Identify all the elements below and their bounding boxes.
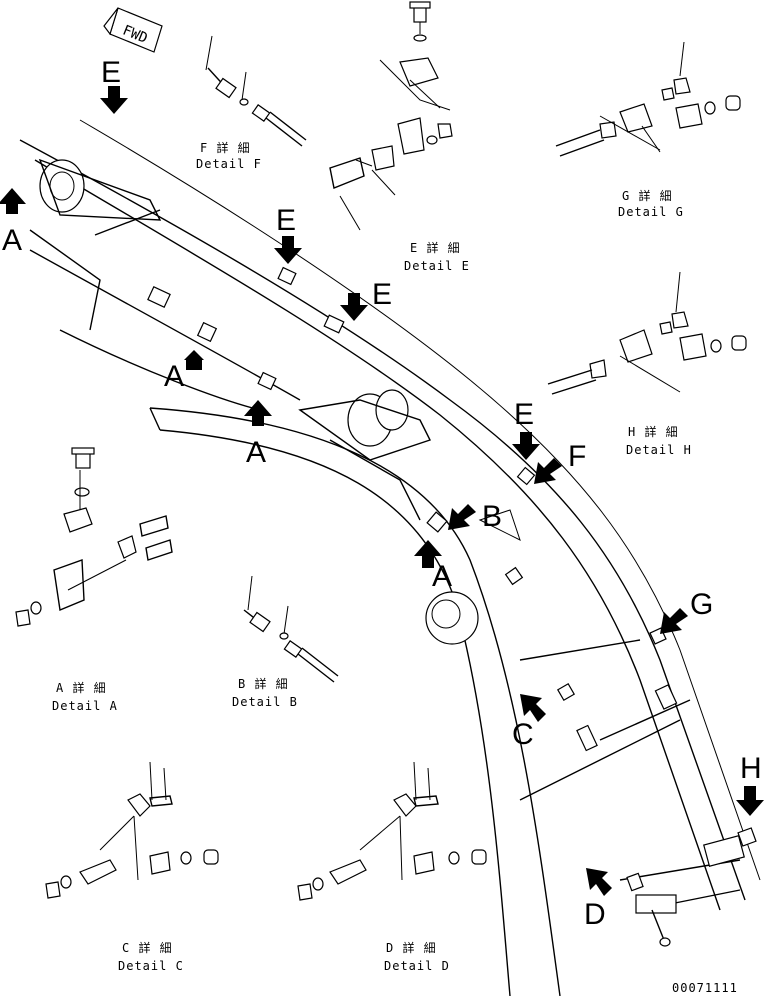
callout-c: C: [512, 718, 534, 751]
detail-g-caption-jp: G 詳 細: [622, 188, 673, 203]
detail-b-caption-en: Detail B: [232, 695, 298, 709]
detail-b-caption-jp: B 詳 細: [238, 676, 289, 691]
arrow-diag-f: [534, 458, 562, 484]
detail-h-caption-jp: H 詳 細: [628, 424, 679, 439]
detail-e-caption-en: Detail E: [404, 259, 470, 273]
detail-g-drawing: [555, 41, 741, 157]
detail-e-caption-jp: E 詳 細: [410, 240, 461, 255]
arrow-right-a-mid: [184, 350, 204, 370]
callout-arrows: E A E E A A E F B A G C H D: [0, 56, 764, 931]
detail-f-caption-jp: F 詳 細: [200, 140, 251, 155]
callout-e-2: E: [276, 204, 296, 237]
callout-b: B: [482, 500, 502, 533]
arrow-up-a-lower: [244, 400, 272, 426]
detail-c-caption-en: Detail C: [118, 959, 184, 973]
callout-d: D: [584, 898, 606, 931]
detail-f-caption-en: Detail F: [196, 157, 262, 171]
fwd-sign: FWD: [103, 7, 163, 53]
callout-h: H: [740, 752, 762, 785]
detail-a-drawing: [15, 447, 173, 627]
callout-f: F: [568, 440, 586, 473]
detail-c-drawing: [45, 761, 219, 899]
boom-structure: [19, 119, 761, 996]
arrow-down-h: [736, 786, 764, 816]
detail-d-caption-en: Detail D: [384, 959, 450, 973]
arrow-up-a-left: [0, 188, 26, 214]
detail-b-drawing: [243, 575, 339, 683]
drawing-number: 00071111: [672, 981, 738, 995]
arrow-up-a-center: [414, 540, 442, 568]
detail-c-caption-jp: C 詳 細: [122, 940, 173, 955]
arrow-down-e-top: [100, 86, 128, 114]
arrow-down-e-3: [340, 293, 368, 321]
arrow-diag-b: [448, 504, 476, 530]
detail-e-drawing: [329, 1, 453, 231]
detail-f-drawing: [205, 35, 307, 147]
arrow-down-e-4: [512, 432, 540, 460]
callout-g: G: [690, 588, 713, 621]
arrow-diag-g: [660, 608, 688, 634]
callout-e-top: E: [101, 56, 121, 89]
arrow-diag-c: [520, 694, 546, 722]
arrow-diag-d: [586, 868, 612, 896]
arrow-down-e-2: [274, 236, 302, 264]
detail-a-caption-en: Detail A: [52, 699, 118, 713]
detail-g-caption-en: Detail G: [618, 205, 684, 219]
detail-h-caption-en: Detail H: [626, 443, 692, 457]
callout-a-mid: A: [164, 360, 184, 393]
callout-e-4: E: [514, 398, 534, 431]
detail-d-drawing: [297, 761, 487, 901]
detail-d-caption-jp: D 詳 細: [386, 940, 437, 955]
detail-a-caption-jp: A 詳 細: [56, 680, 107, 695]
callout-a-center: A: [432, 560, 452, 593]
callout-e-3: E: [372, 278, 392, 311]
callout-a-lower: A: [246, 436, 266, 469]
callout-a-left: A: [2, 224, 22, 257]
detail-h-drawing: [547, 271, 747, 395]
